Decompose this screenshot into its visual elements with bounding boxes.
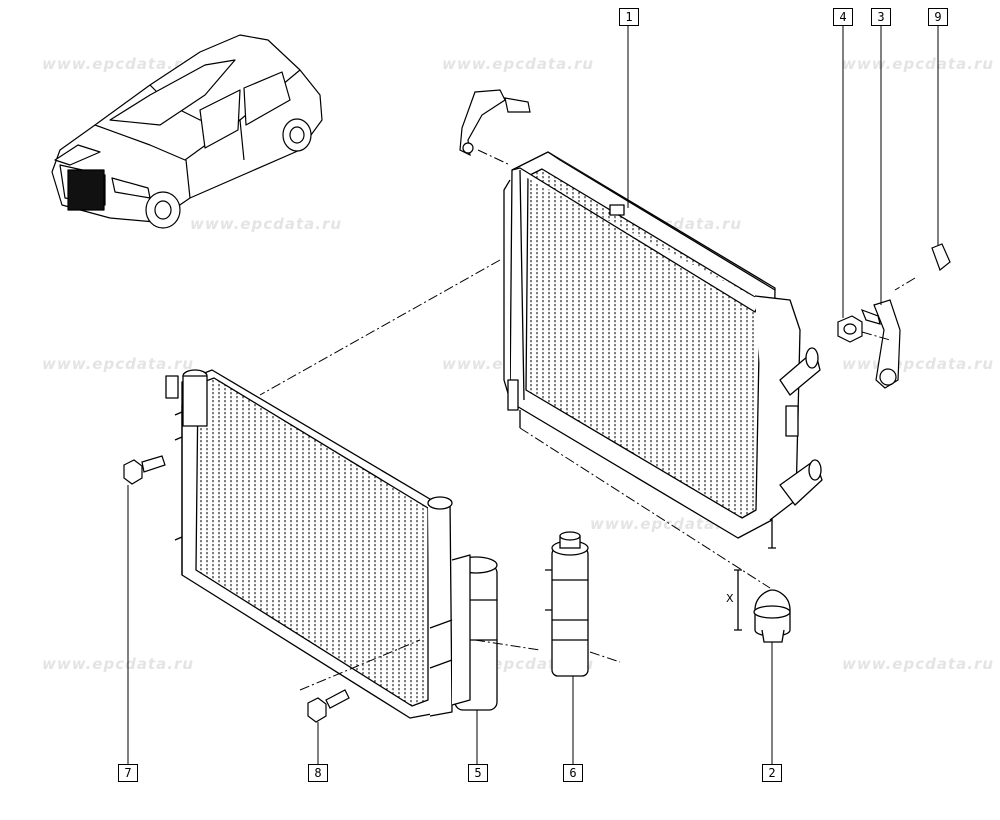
watermark: www.epcdata.ru [42, 355, 195, 373]
watermark: www.epcdata.ru [42, 655, 195, 673]
callout-2[interactable]: 2 [762, 764, 782, 782]
watermark: www.epcdata.ru [190, 215, 343, 233]
rubber-mount [734, 569, 791, 643]
watermark: www.epcdata.ru [842, 55, 995, 73]
watermark: www.epcdata.ru [42, 55, 195, 73]
callout-8[interactable]: 8 [308, 764, 328, 782]
callout-6[interactable]: 6 [563, 764, 583, 782]
callout-7[interactable]: 7 [118, 764, 138, 782]
side-hardware [837, 243, 951, 389]
upper-mounting-bracket [459, 89, 531, 157]
watermark: www.epcdata.ru [442, 55, 595, 73]
callout-1[interactable]: 1 [619, 8, 639, 26]
receiver-dryer [545, 531, 589, 677]
ac-condenser [165, 369, 498, 719]
vehicle-location-thumbnail [51, 34, 323, 229]
callout-5[interactable]: 5 [468, 764, 488, 782]
callout-3[interactable]: 3 [871, 8, 891, 26]
callout-4[interactable]: 4 [833, 8, 853, 26]
callout-leaders [127, 26, 939, 765]
radiator-assembly [503, 151, 823, 549]
watermark: www.epcdata.ru [842, 655, 995, 673]
fastener-bolts [123, 455, 350, 723]
dimension-label-x: X [726, 592, 734, 605]
callout-9[interactable]: 9 [928, 8, 948, 26]
alignment-lines [259, 149, 916, 691]
watermark: www.epcdata.ru [590, 515, 743, 533]
